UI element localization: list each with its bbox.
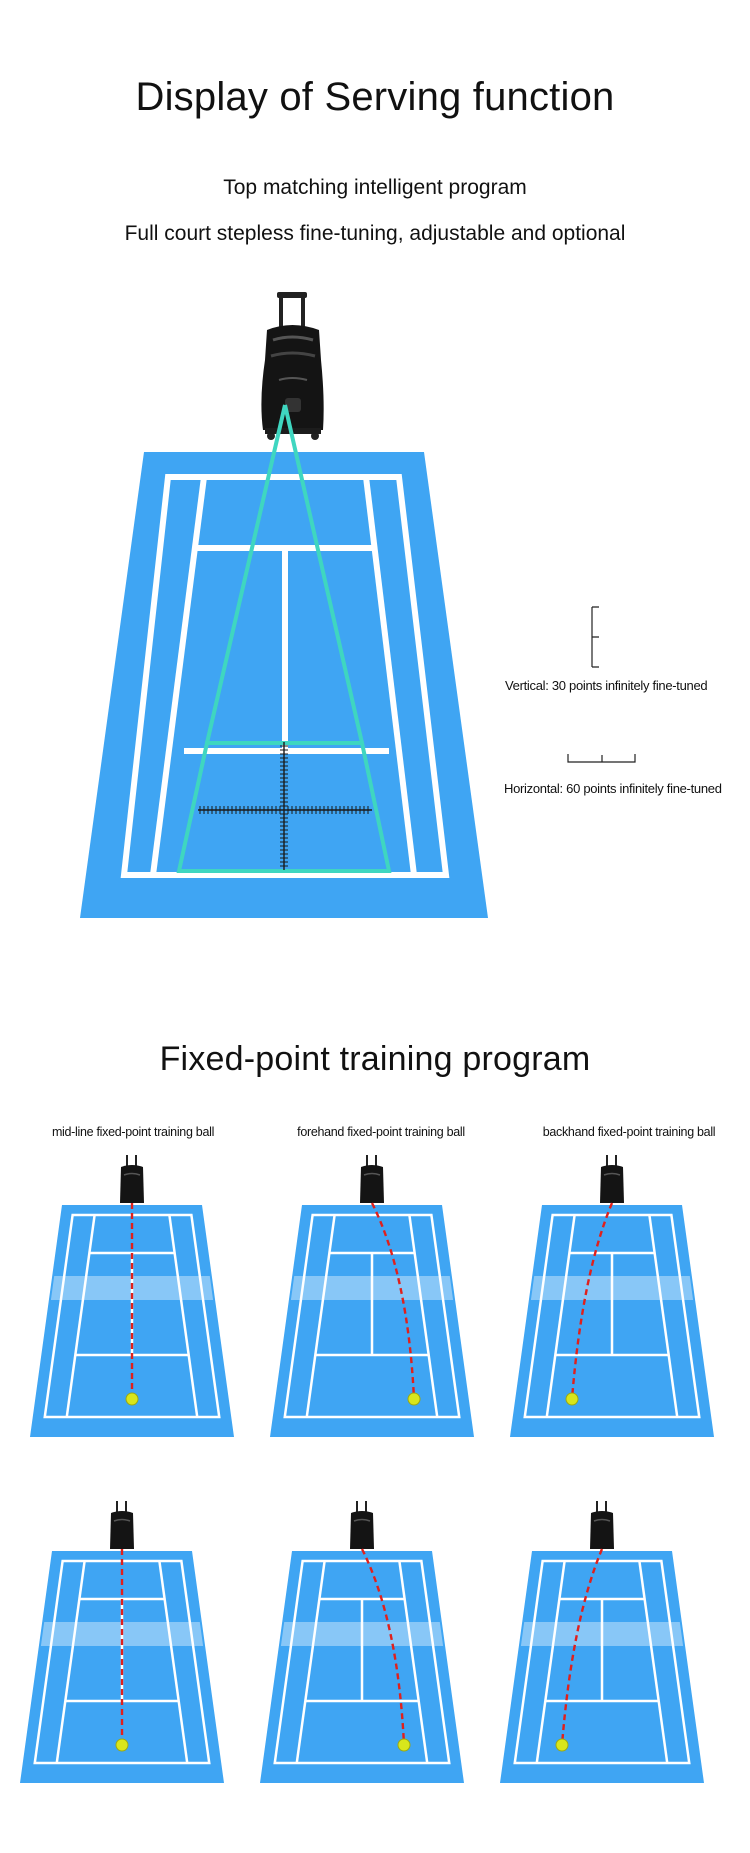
ball-machine-icon [590,1501,614,1549]
mini-court-5 [260,1501,464,1783]
ball-machine-icon [261,292,324,440]
vertical-scale-icon [591,606,599,668]
mini-court-6 [500,1501,704,1783]
section-title-fixed-point: Fixed-point training program [159,1040,591,1078]
ball-machine-icon [600,1155,624,1203]
tennis-ball-icon [565,1392,579,1406]
horizontal-note: Horizontal: 60 points infinitely fine-tu… [504,781,722,796]
tennis-ball-icon [125,1392,139,1406]
subtitle-program: Top matching intelligent program [223,176,527,199]
trajectory-line [370,1202,416,1400]
mini-court-4 [20,1501,224,1783]
mini-court-3 [510,1155,714,1437]
horizontal-scale-icon [567,754,636,763]
mini-court-2 [270,1155,474,1437]
section-title-serving: Display of Serving function [135,75,615,119]
ball-machine-icon [120,1155,144,1203]
tennis-ball-icon [555,1738,569,1752]
caption-backhand: backhand fixed-point training ball [542,1125,716,1139]
trajectory-line [560,1548,604,1746]
ball-machine-icon [360,1155,384,1203]
vertical-note: Vertical: 30 points infinitely fine-tune… [505,678,708,693]
tennis-ball-icon [407,1392,421,1406]
ball-machine-icon [110,1501,134,1549]
mini-court-1 [30,1155,234,1437]
subtitle-finetuning: Full court stepless fine-tuning, adjusta… [124,222,626,245]
aim-zone [176,404,392,873]
caption-forehand: forehand fixed-point training ball [297,1125,465,1139]
tennis-ball-icon [115,1738,129,1752]
trajectory-line [570,1202,614,1400]
caption-midline: mid-line fixed-point training ball [51,1125,215,1139]
trajectory-line [360,1548,406,1746]
tennis-ball-icon [397,1738,411,1752]
ball-machine-icon [350,1501,374,1549]
